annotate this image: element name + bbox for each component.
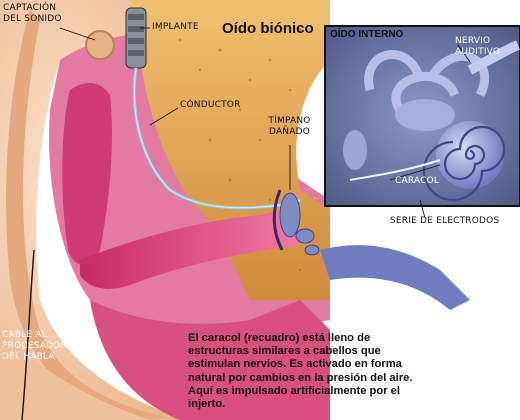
electrode-array: [349, 159, 441, 181]
label-auditory-nerve: NERVIO AUDITIVO: [455, 36, 501, 57]
ear-canal: [80, 205, 300, 289]
ossicles: [279, 192, 320, 256]
lobe-skin: [0, 330, 150, 420]
label-damaged-eardrum: TÍMPANO DAÑADO: [268, 116, 311, 137]
sound-capture-device: [85, 30, 115, 60]
diagram-title: Oído biónico: [222, 20, 314, 37]
label-electrode-array: SERIE DE ELECTRODOS: [390, 216, 500, 226]
ear-helix: [6, 10, 171, 420]
leader-lines: [59, 27, 471, 219]
label-sound-capture: CAPTACIÓN DEL SONIDO: [3, 3, 62, 24]
implant-device: [125, 7, 147, 69]
label-cochlea: CARACOL: [395, 176, 440, 186]
ear-lobe: [90, 300, 330, 420]
label-implant: IMPLANTE: [152, 22, 199, 32]
label-processor-cable: CABLE AL PROCESADOR DEL HABLA: [2, 330, 68, 362]
cochlea: [422, 121, 506, 202]
diagram-caption: El caracol (recuadro) está lleno de estr…: [188, 332, 413, 411]
processor-cable: [21, 249, 35, 420]
label-conductor: CONDUCTOR: [180, 100, 241, 110]
inset-title: OÍDO INTERNO: [330, 29, 404, 40]
eardrum: [272, 189, 284, 251]
inner-ear-inset: [324, 25, 520, 207]
eustachian-tube: [320, 245, 470, 310]
concha: [62, 83, 112, 266]
